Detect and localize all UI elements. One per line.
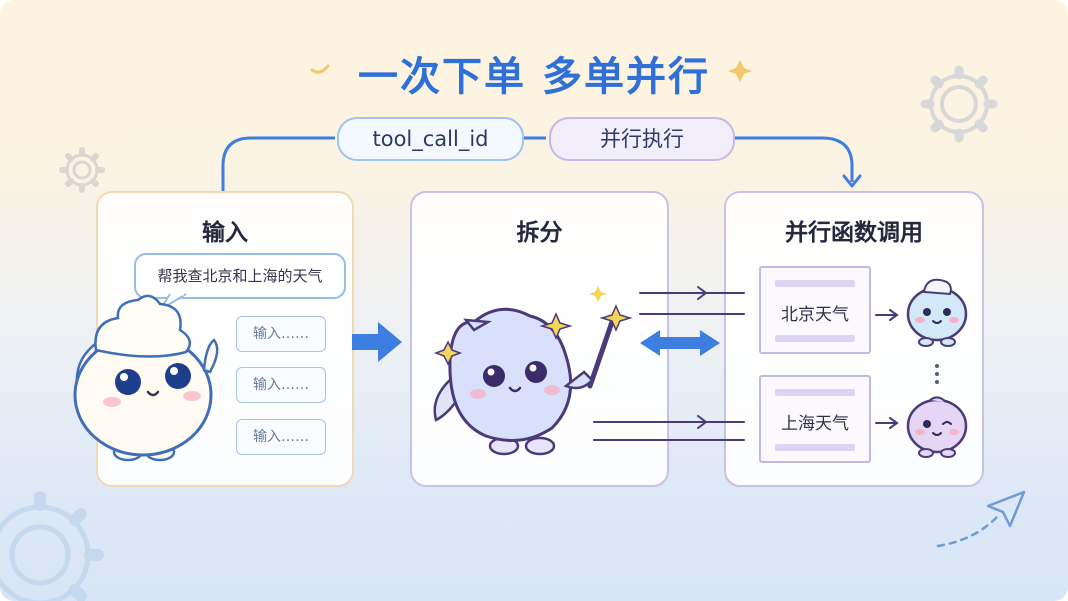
gear-icon [59,147,105,193]
gear-icon [0,491,104,601]
sparkle-icon [728,60,752,82]
function-call-ticket: 上海天气 [759,375,871,463]
swoosh-icon [310,64,330,74]
page-title: 一次下单 多单并行 [358,54,710,100]
sparkle-icon [589,286,607,302]
gear-icon [920,65,998,143]
input-slot: 输入…… [236,367,326,403]
sparkle-icon [433,340,463,366]
tool-call-id-pill: tool_call_id [337,117,524,161]
paper-plane-icon [936,490,1026,548]
blue-mini-mascot [906,278,968,347]
speech-bubble: 帮我查北京和上海的天气 [134,253,346,299]
input-slot: 输入…… [236,419,326,455]
sparkle-icon [599,304,633,332]
input-panel-title: 输入 [202,220,248,246]
ellipsis-icon [935,364,939,384]
ticket-label: 北京天气 [781,305,849,325]
parallel-execution-pill: 并行执行 [549,117,735,161]
function-call-ticket: 北京天气 [759,266,871,354]
parallel-call-panel-title: 并行函数调用 [785,220,923,246]
sparkle-icon [539,312,573,340]
ticket-label: 上海天气 [781,414,849,434]
input-slot: 输入…… [236,316,326,352]
split-panel-title: 拆分 [516,220,563,246]
purple-mini-mascot [906,396,968,458]
